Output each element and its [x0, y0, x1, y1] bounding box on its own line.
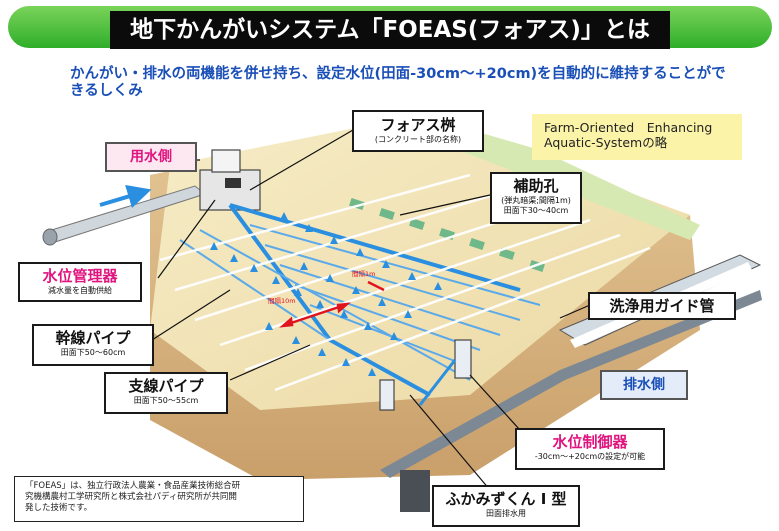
callout-fukami-sub: 田面排水用: [486, 509, 526, 518]
callout-water-controller: 水位制御器 -30cm〜+20cmの設定が可能: [515, 428, 665, 470]
callout-branch-pipe: 支線パイプ 田面下50〜55cm: [104, 372, 228, 414]
drain-channel: [380, 290, 762, 478]
callout-cleaning-pipe: 洗浄用ガイド管: [588, 292, 736, 320]
spacing-label-10m: 間隔10m: [268, 296, 296, 305]
footnote-line3: 発した技術です。: [25, 503, 93, 513]
callout-foeas-box-title: フォアス桝: [380, 116, 456, 134]
callout-fukami: ふかみずくん I 型 田面排水用: [432, 485, 580, 527]
spacing-arrows: [279, 280, 385, 328]
outlet-side-text: 排水側: [623, 377, 665, 393]
foeas-abbreviation-note: Farm-Oriented Enhancing Aquatic-Systemの略: [532, 114, 742, 160]
inlet-side-label: 用水側: [105, 142, 197, 172]
inlet-side-text: 用水側: [130, 149, 172, 165]
branch-pipes: [179, 224, 541, 381]
footnote-line2: 究機構農村工学研究所と株式会社パディ研究所が共同開: [25, 492, 237, 502]
foeas-note-line1: Farm-Oriented Enhancing: [544, 120, 713, 135]
callout-branch-pipe-title: 支線パイプ: [128, 377, 204, 395]
sub-drains: [159, 173, 651, 392]
footnote-line1: 「FOEAS」は、独立行政法人農業・食品産業技術総合研: [25, 481, 241, 491]
water-arrows: [210, 212, 442, 376]
callout-aux-hole: 補助孔 (弾丸暗渠;間隔1m) 田面下30〜40cm: [490, 172, 582, 224]
foeas-note-line2: Aquatic-Systemの略: [544, 135, 668, 150]
callout-water-manager: 水位管理器 減水量を自動供給: [18, 262, 142, 302]
callout-cleaning-pipe-title: 洗浄用ガイド管: [609, 297, 715, 315]
callout-trunk-pipe: 幹線パイプ 田面下50〜60cm: [32, 324, 154, 366]
spacing-label-1m: 間隔1m: [352, 269, 375, 278]
callout-water-manager-sub: 減水量を自動供給: [48, 286, 112, 295]
callout-water-manager-title: 水位管理器: [42, 267, 118, 285]
callout-branch-pipe-sub: 田面下50〜55cm: [133, 396, 199, 405]
callout-aux-hole-sub2: 田面下30〜40cm: [503, 206, 569, 215]
callout-foeas-box-sub: (コンクリート部の名称): [374, 135, 462, 144]
callout-trunk-pipe-sub: 田面下50〜60cm: [60, 348, 126, 357]
callout-fukami-title: ふかみずくん I 型: [445, 490, 567, 508]
callout-water-controller-title: 水位制御器: [552, 433, 628, 451]
callout-trunk-pipe-title: 幹線パイプ: [55, 329, 131, 347]
callout-foeas-box: フォアス桝 (コンクリート部の名称): [352, 110, 484, 152]
outlet-side-label: 排水側: [600, 370, 688, 400]
page-title: 地下かんがいシステム「FOEAS(フォアス)」とは: [110, 11, 670, 49]
subtitle: かんがい・排水の両機能を併せ持ち、設定水位(田面-30cm〜+20cm)を自動的…: [70, 66, 726, 99]
callout-water-controller-sub: -30cm〜+20cmの設定が可能: [534, 452, 646, 461]
callout-aux-hole-sub1: (弾丸暗渠;間隔1m): [501, 196, 571, 205]
outlet-structure: [379, 339, 472, 411]
leader-lines: [151, 129, 591, 491]
callout-aux-hole-title: 補助孔: [513, 177, 559, 195]
footnote: 「FOEAS」は、独立行政法人農業・食品産業技術総合研 究機構農村工学研究所と株…: [14, 476, 304, 522]
